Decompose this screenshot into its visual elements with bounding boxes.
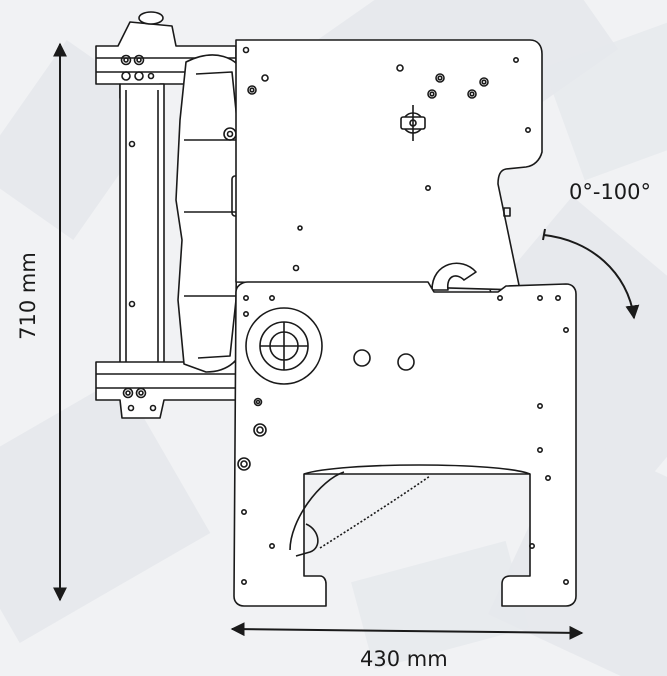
lower-plate [233, 281, 577, 607]
upper-panel [235, 39, 543, 291]
mounting-frame [95, 11, 237, 419]
rotation-arrow [542, 228, 640, 320]
latch-hook [431, 262, 477, 291]
rotation-angle-label: 0°-100° [569, 180, 652, 204]
width-dimension-arrow [230, 622, 584, 640]
width-dimension-label: 430 mm [360, 647, 448, 671]
height-dimension-label: 710 mm [16, 252, 40, 340]
knob [400, 105, 426, 141]
